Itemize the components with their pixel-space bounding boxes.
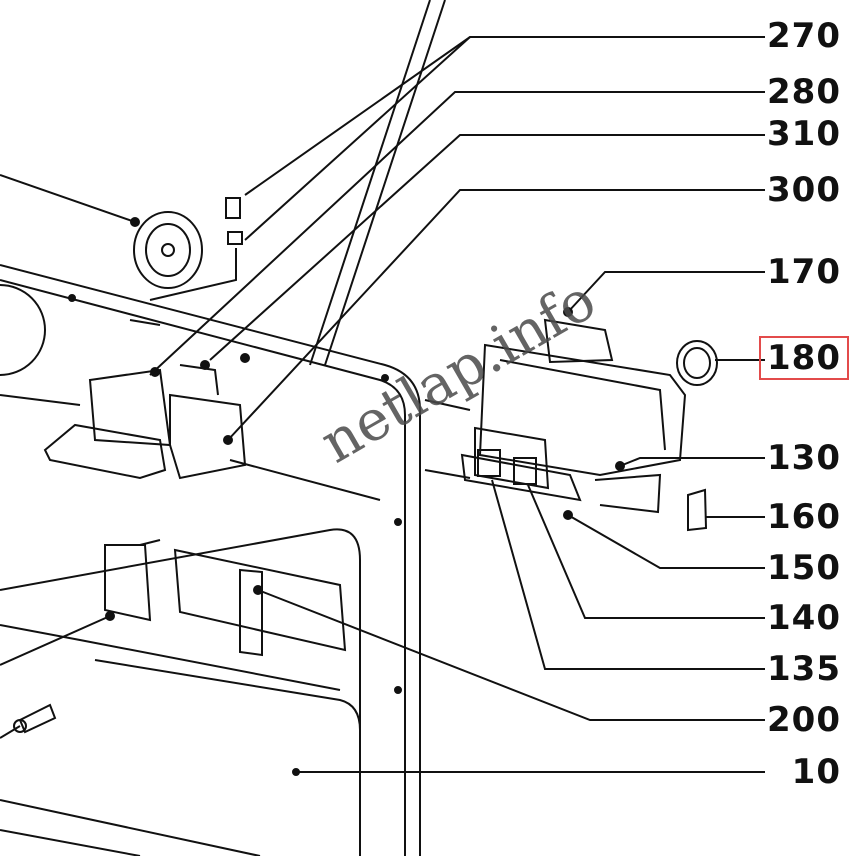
latch-assembly — [43, 353, 250, 480]
callout-200: 200 — [767, 700, 841, 740]
hinge-brackets — [0, 539, 300, 776]
rail-line-inner — [324, 0, 446, 366]
callout-160: 160 — [767, 497, 841, 537]
fan-part — [0, 174, 203, 289]
callout-140: 140 — [767, 598, 841, 638]
door-panel — [0, 264, 421, 856]
switch-block — [424, 307, 718, 532]
rail-line — [309, 0, 431, 366]
callout-150: 150 — [767, 548, 841, 588]
callout-270: 270 — [767, 16, 841, 56]
callout-130: 130 — [767, 438, 841, 478]
callout-180-highlighted: 180 — [759, 336, 849, 380]
screw-parts — [129, 197, 243, 326]
callout-300: 300 — [767, 170, 841, 210]
callout-10: 10 — [791, 752, 841, 792]
callout-280: 280 — [767, 72, 841, 112]
callout-135: 135 — [767, 649, 841, 689]
leader-lines — [149, 36, 765, 773]
callout-310: 310 — [767, 114, 841, 154]
callout-170: 170 — [767, 252, 841, 292]
